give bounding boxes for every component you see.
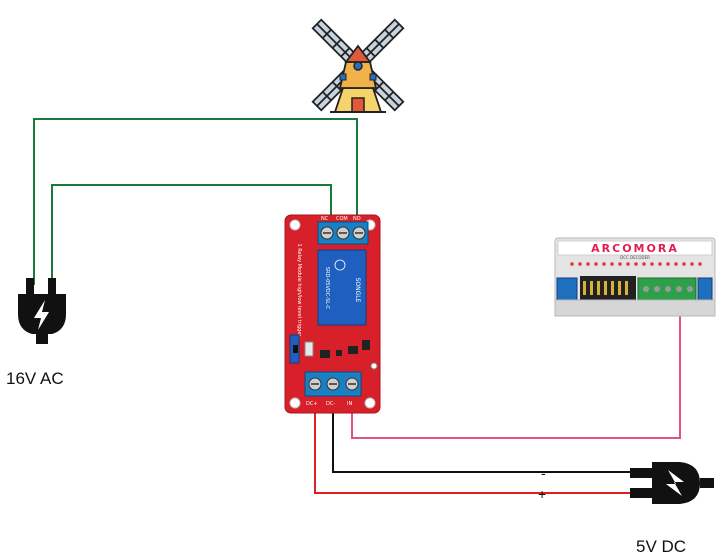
decoder-led-row xyxy=(570,262,702,266)
positive-wire xyxy=(314,395,632,494)
relay-brand: SONGLE xyxy=(354,278,361,303)
pin-dc-minus: DC- xyxy=(326,401,335,407)
pin-in: IN xyxy=(347,401,352,407)
pin-no: NO xyxy=(353,216,361,222)
positive-mark: + xyxy=(538,486,546,502)
relay-side-text: 1 Relay Module high/low level trigger xyxy=(296,244,302,338)
relay-input-terminal xyxy=(304,371,362,397)
decoder-brand: ARCOMORA xyxy=(591,242,679,255)
relay-part-number: SRD-05VDC-SL-C xyxy=(324,267,330,310)
ac-wire-outer xyxy=(33,118,358,285)
ac-source-label: 16V AC xyxy=(6,369,64,388)
signal-wire xyxy=(351,315,681,439)
negative-mark: - xyxy=(541,465,546,481)
relay-module: NC COM NO SONGLE SRD-05VDC-SL-C 1 Relay … xyxy=(284,214,381,414)
dc-plug-icon xyxy=(630,462,714,504)
pin-dc-plus: DC+ xyxy=(306,401,318,407)
relay-body: SONGLE SRD-05VDC-SL-C xyxy=(317,249,367,326)
dc-source-label: 5V DC xyxy=(636,537,686,556)
ac-plug-icon xyxy=(18,278,66,344)
ac-wire-inner xyxy=(51,184,332,285)
decoder-subtitle: DCC DECODER xyxy=(620,255,650,260)
ac-wires xyxy=(33,118,358,285)
windmill-icon xyxy=(311,18,405,113)
dcc-decoder: ARCOMORA DCC DECODER xyxy=(554,237,716,317)
negative-wire xyxy=(332,395,632,473)
pin-com: COM xyxy=(336,216,348,222)
relay-output-terminal xyxy=(317,221,369,245)
pin-nc: NC xyxy=(321,216,329,222)
